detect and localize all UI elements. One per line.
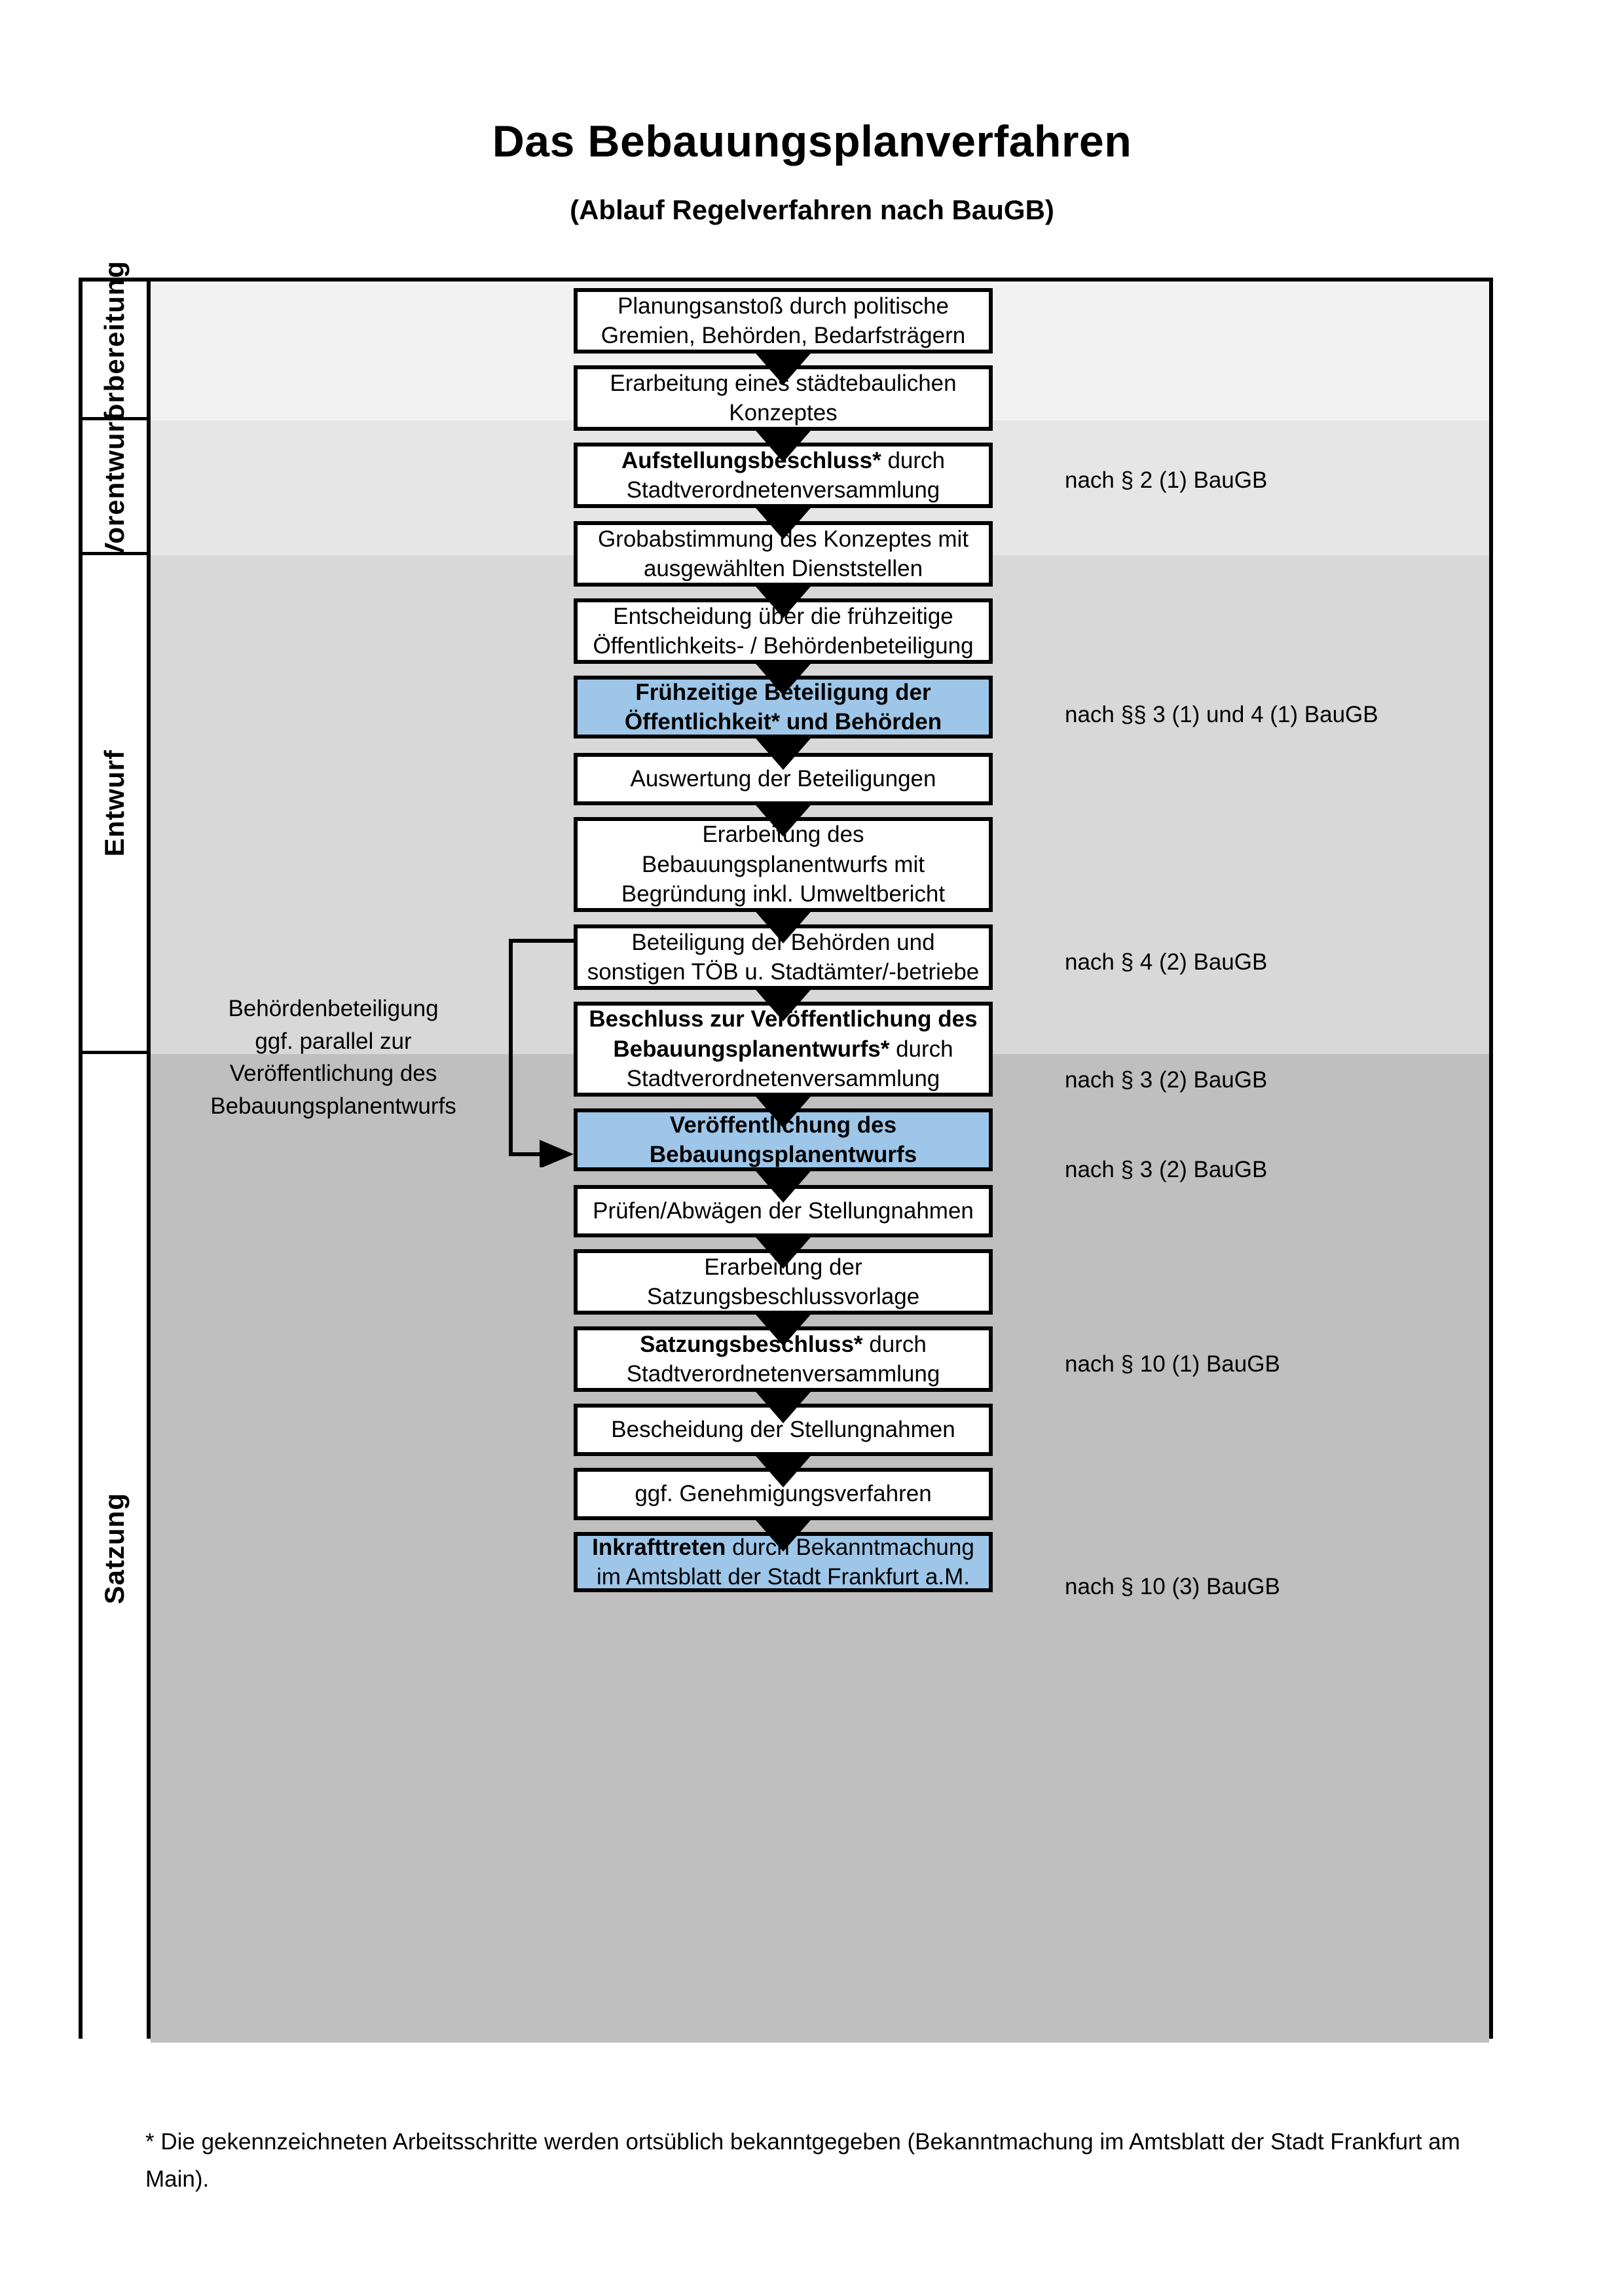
process-box-line: Stadtverordnetenversammlung	[626, 477, 940, 503]
phase-label-satzung: Satzung	[99, 1492, 130, 1605]
page-title: Das Bebauungsplanverfahren	[492, 117, 1132, 166]
process-box-line: Frühzeitige Beteiligung der	[635, 679, 931, 705]
process-box-auswertung-beteiligungen[interactable]: Auswertung der Beteiligungen	[574, 753, 993, 805]
phase-label-entwurf: Entwurf	[99, 749, 130, 857]
process-box-line: Erarbeitung eines städtebaulichen	[610, 370, 957, 396]
process-box-line: Bebauungsplanentwurfs mit	[642, 851, 925, 877]
process-box-line: Satzungsbeschluss* durch	[640, 1331, 927, 1357]
process-box-line: Grobabstimmung des Konzeptes mit	[597, 526, 969, 552]
footnote: * Die gekennzeichneten Arbeitsschritte w…	[145, 2129, 1460, 2192]
process-box-line: sonstigen TÖB u. Stadtämter/-betriebe	[587, 959, 980, 985]
process-box-line: Begründung inkl. Umweltbericht	[621, 881, 946, 907]
process-box-line: Konzeptes	[729, 400, 838, 426]
process-box-line: Auswertung der Beteiligungen	[630, 766, 936, 792]
process-box-ggf-genehmigungsverfahren[interactable]: ggf. Genehmigungsverfahren	[574, 1468, 993, 1520]
process-box-line: Öffentlichkeit* und Behörden	[624, 709, 942, 735]
process-box-line: Öffentlichkeits- / Behördenbeteiligung	[593, 633, 974, 659]
process-box-beteiligung-behoerden-toeb[interactable]: Beteiligung der Behörden und sonstigen TÖ…	[574, 924, 993, 990]
process-box-line: Planungsanstoß durch politische	[618, 293, 949, 319]
phase-cell-entwurf: Entwurf	[83, 555, 147, 1054]
phase-label-vorentwurf: Vorentwurf	[99, 411, 130, 561]
process-box-grobabstimmung[interactable]: Grobabstimmung des Konzeptes mit ausgewäh…	[574, 521, 993, 587]
process-box-line: Beschluss zur Veröffentlichung des	[589, 1006, 978, 1032]
process-box-inkrafttreten[interactable]: Inkrafttreten durch Bekanntmachung im Amt…	[574, 1532, 993, 1592]
page-header: Das Bebauungsplanverfahren (Ablauf Regel…	[0, 0, 1624, 224]
phase-cell-vorbereitung: Vorbereitung	[83, 261, 147, 438]
process-box-line: im Amtsblatt der Stadt Frankfurt a.M.	[597, 1564, 970, 1590]
phase-cell-vorentwurf: Vorentwurf	[83, 411, 147, 561]
process-box-pruefen-abwaegen[interactable]: Prüfen/Abwägen der Stellungnahmen	[574, 1185, 993, 1237]
process-box-line: Veröffentlichung des	[669, 1112, 897, 1138]
process-box-line: Prüfen/Abwägen der Stellungnahmen	[593, 1198, 974, 1224]
process-box-line: Bebauungsplanentwurfs	[649, 1142, 917, 1167]
process-box-line: Stadtverordnetenversammlung	[626, 1066, 940, 1092]
process-box-line: Beteiligung der Behörden und	[631, 929, 935, 955]
process-box-line: Satzungsbeschlussvorlage	[646, 1284, 920, 1309]
process-box-line: Bescheidung der Stellungnahmen	[611, 1417, 955, 1443]
process-box-line: ggf. Genehmigungsverfahren	[635, 1481, 932, 1507]
process-box-line: Entscheidung über die frühzeitige	[613, 603, 953, 629]
process-box-line: Aufstellungsbeschluss* durch	[621, 447, 946, 473]
phase-cell-satzung: Satzung	[83, 1054, 147, 2043]
process-box-line: Erarbeitung des	[702, 822, 864, 848]
process-box-line: Erarbeitung der	[704, 1254, 862, 1280]
page-subtitle: (Ablauf Regelverfahren nach BauGB)	[570, 194, 1054, 225]
process-box-line: Inkrafttreten durch Bekanntmachung	[592, 1534, 974, 1560]
process-box-bescheidung-stellungnahmen[interactable]: Bescheidung der Stellungnahmen	[574, 1404, 993, 1456]
process-box-line: Bebauungsplanentwurfs* durch	[613, 1036, 953, 1062]
process-box-line: Stadtverordnetenversammlung	[626, 1361, 940, 1387]
process-box-line: ausgewählten Dienststellen	[643, 556, 923, 581]
process-box-line: Gremien, Behörden, Bedarfsträgern	[600, 323, 966, 348]
